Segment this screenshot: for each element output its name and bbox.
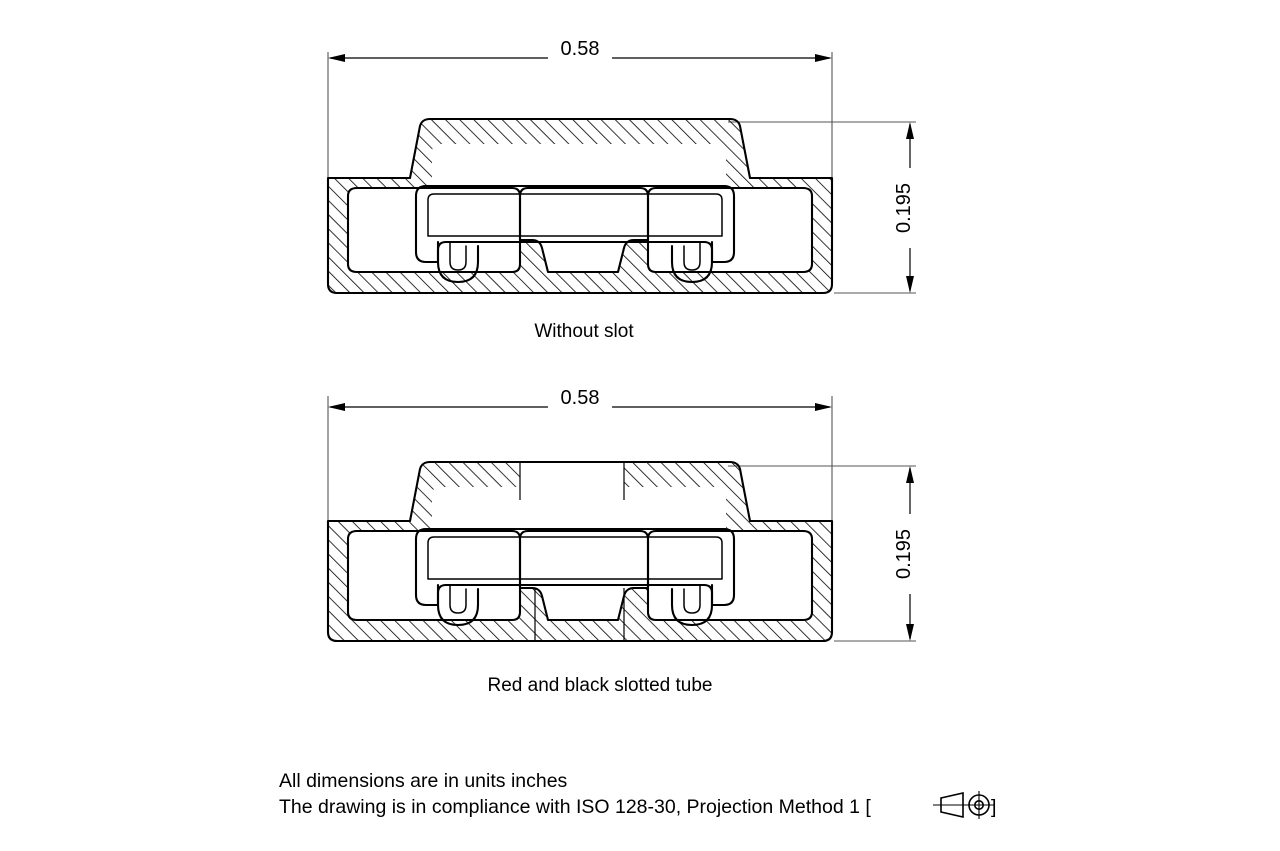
view-slotted: 0.58 0.195 — [326, 385, 922, 696]
height-dimension-label-v2: 0.195 — [893, 529, 915, 579]
note-standard-suffix: ] — [991, 796, 996, 818]
first-angle-projection-symbol — [933, 791, 995, 819]
drawing-notes: All dimensions are in units inches The d… — [279, 770, 996, 819]
height-dimension-v2: 0.195 — [893, 466, 922, 641]
inner-tube-v1 — [414, 184, 736, 284]
height-dimension-v1: 0.195 — [893, 122, 922, 293]
height-dimension-label-v1: 0.195 — [893, 183, 915, 233]
caption-slotted-tube: Red and black slotted tube — [488, 675, 713, 696]
inner-tube-v2 — [414, 527, 736, 627]
slot-edges — [519, 462, 625, 641]
width-dimension-v1: 0.58 — [328, 36, 832, 62]
section-hatch-v2 — [328, 462, 832, 641]
width-dimension-v2: 0.58 — [328, 385, 832, 411]
section-hatch-v1 — [328, 119, 832, 293]
width-dimension-label-v1: 0.58 — [561, 38, 600, 60]
note-standard: The drawing is in compliance with ISO 12… — [279, 796, 871, 818]
caption-without-slot: Without slot — [534, 321, 634, 342]
view-without-slot: 0.58 0.195 — [326, 36, 922, 342]
note-units: All dimensions are in units inches — [279, 770, 568, 792]
width-dimension-label-v2: 0.58 — [561, 387, 600, 409]
